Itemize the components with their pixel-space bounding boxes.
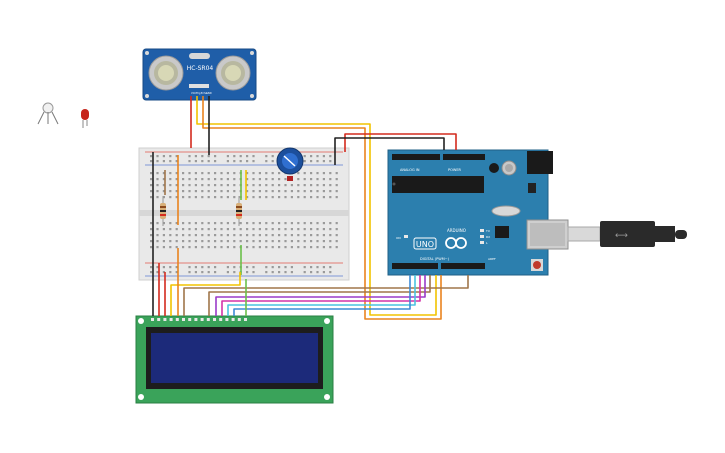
transducer-right (215, 55, 251, 91)
power-label: POWER (448, 168, 462, 172)
on-label: ON (396, 236, 401, 240)
microcontroller-chip (392, 176, 484, 193)
arduino-uno-board[interactable]: ANALOG IN POWER UNO ARDUINO ON TX RX L D… (387, 149, 569, 276)
wires (152, 96, 469, 320)
sensor-label: HC-SR04 (187, 65, 214, 72)
aref-label: AREF (488, 257, 496, 261)
wire-sensor-echo (202, 96, 442, 320)
rx-label: RX (486, 235, 490, 239)
arduino-brand: ARDUINO (447, 228, 466, 233)
temperature-sensor-icon[interactable] (37, 102, 59, 125)
uno-label: UNO (416, 240, 434, 249)
analog-in-label: ANALOG IN (400, 168, 420, 172)
power-jack[interactable] (527, 151, 553, 174)
wire-gnd (334, 137, 445, 165)
wire-lcd-led (170, 272, 241, 316)
crystal-oscillator (491, 205, 521, 217)
wire-lcd-en (208, 275, 431, 316)
wire-lcd-d6 (227, 275, 416, 316)
lcd-display[interactable] (135, 315, 334, 404)
transducer-left (148, 55, 184, 91)
breadboard[interactable] (138, 147, 350, 281)
wire-lcd-d5 (221, 275, 421, 316)
uno-logo: UNO ARDUINO (413, 228, 467, 250)
sensor-pin-gnd: GND (206, 91, 212, 95)
potentiometer[interactable] (276, 147, 304, 181)
wire-sensor-trig (196, 96, 437, 316)
lcd-pin-header (151, 318, 247, 321)
lcd-screen (151, 333, 318, 383)
ultrasonic-sensor[interactable]: HC-SR04 VCC Trig Echo GND (142, 48, 257, 101)
usb-icon: ⟷ (615, 231, 628, 241)
resistor-1[interactable] (160, 196, 166, 226)
sensor-pin-vcc: VCC (191, 91, 196, 95)
reset-button[interactable] (531, 259, 543, 271)
led-icon[interactable] (81, 109, 89, 128)
digital-label: DIGITAL (PWM~) (420, 257, 450, 261)
sensor-pin-trig: Trig (196, 91, 201, 95)
wire-lcd-d4 (215, 275, 426, 316)
tx-label: TX (485, 229, 490, 233)
wire-5v (344, 133, 457, 152)
l-label: L (486, 241, 488, 245)
wire-lcd-rs (183, 275, 469, 316)
usb-cable[interactable]: ⟷ (567, 221, 687, 247)
sensor-pin-echo: Echo (201, 91, 208, 95)
resistor-2[interactable] (236, 196, 242, 226)
wire-lcd-d7 (233, 275, 411, 316)
